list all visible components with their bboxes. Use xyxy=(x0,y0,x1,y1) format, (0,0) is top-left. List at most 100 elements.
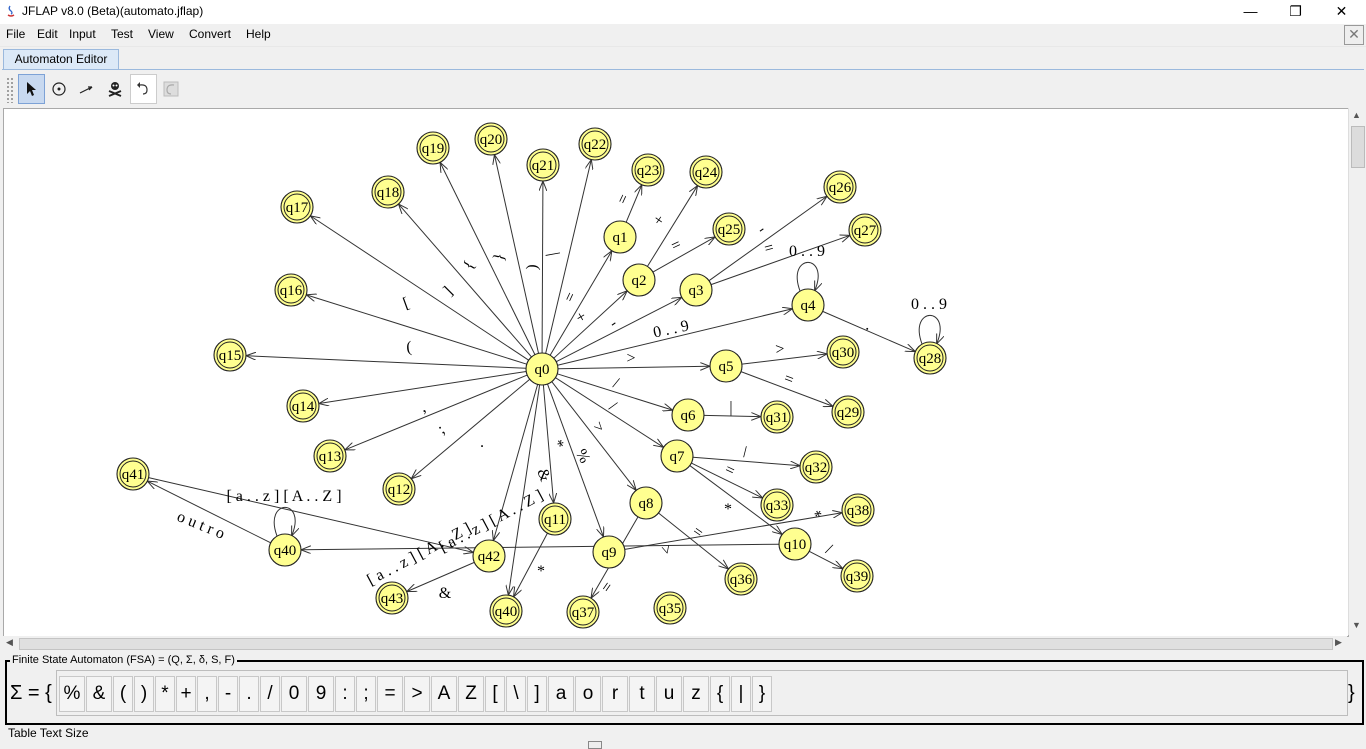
transition-edge[interactable] xyxy=(658,512,727,568)
state-circle[interactable] xyxy=(268,533,302,567)
transition-edge[interactable] xyxy=(247,356,527,369)
transition-edge[interactable] xyxy=(652,237,714,273)
state-circle[interactable] xyxy=(622,263,656,297)
transition-label[interactable]: ; xyxy=(435,421,448,437)
state-q3[interactable]: q3 xyxy=(679,273,713,307)
toolbar-grip[interactable] xyxy=(6,77,14,103)
state-circle[interactable] xyxy=(653,591,687,625)
menu-test[interactable]: Test xyxy=(111,27,134,41)
state-q14[interactable]: q14 xyxy=(286,389,320,423)
transition-label[interactable]: . xyxy=(863,317,874,334)
transition-edge[interactable] xyxy=(307,295,527,365)
menu-input[interactable]: Input xyxy=(69,27,96,41)
horizontal-scroll-thumb[interactable] xyxy=(19,638,1333,650)
state-circle[interactable] xyxy=(848,213,882,247)
transition-edge[interactable] xyxy=(557,309,792,366)
state-circle[interactable] xyxy=(286,389,320,423)
state-q40[interactable]: q40 xyxy=(489,594,523,628)
menu-help[interactable]: Help xyxy=(246,27,271,41)
transition-edge[interactable] xyxy=(514,532,548,596)
transition-edge[interactable] xyxy=(542,182,543,354)
menu-file[interactable]: File xyxy=(6,27,26,41)
transition-label[interactable]: ) xyxy=(524,264,541,271)
transition-label[interactable]: * xyxy=(548,438,566,450)
transition-label[interactable]: { xyxy=(460,258,479,273)
transition-label[interactable]: % xyxy=(572,446,593,466)
state-q38[interactable]: q38 xyxy=(841,493,875,527)
state-circle[interactable] xyxy=(841,493,875,527)
state-q10[interactable]: q10 xyxy=(778,527,812,561)
transition-creator-tool-button[interactable] xyxy=(74,74,101,104)
transition-edge[interactable] xyxy=(320,370,527,403)
state-q28[interactable]: q28 xyxy=(913,341,947,375)
state-q2[interactable]: q2 xyxy=(622,263,656,297)
state-q29[interactable]: q29 xyxy=(831,395,865,429)
state-q6[interactable]: q6 xyxy=(671,398,705,432)
state-circle[interactable] xyxy=(603,220,637,254)
transition-edge[interactable] xyxy=(399,205,532,358)
transition-label[interactable]: = xyxy=(722,461,737,480)
state-circle[interactable] xyxy=(472,539,506,573)
state-q31[interactable]: q31 xyxy=(760,400,794,434)
state-circle[interactable] xyxy=(831,395,865,429)
transition-edge[interactable] xyxy=(557,373,672,410)
state-q13[interactable]: q13 xyxy=(313,439,347,473)
transition-edge[interactable] xyxy=(647,186,697,267)
state-circle[interactable] xyxy=(566,595,600,629)
state-circle[interactable] xyxy=(791,288,825,322)
transition-edge[interactable] xyxy=(741,354,826,365)
transition-label[interactable]: > xyxy=(656,544,675,557)
state-q17[interactable]: q17 xyxy=(280,190,314,224)
transition-edge[interactable] xyxy=(740,371,832,406)
transition-label[interactable]: = xyxy=(782,370,796,389)
state-circle[interactable] xyxy=(671,398,705,432)
state-q33[interactable]: q33 xyxy=(760,488,794,522)
state-circle[interactable] xyxy=(313,439,347,473)
self-loop-label[interactable]: 0 . . 9 xyxy=(789,243,825,260)
state-circle[interactable] xyxy=(631,153,665,187)
state-q30[interactable]: q30 xyxy=(826,335,860,369)
state-q11[interactable]: q11 xyxy=(538,502,572,536)
self-loop-edge[interactable] xyxy=(796,261,818,291)
state-q8[interactable]: q8 xyxy=(629,486,663,520)
state-q19[interactable]: q19 xyxy=(416,131,450,165)
scroll-right-arrow[interactable]: ▶ xyxy=(1335,637,1342,647)
pointer-tool-button[interactable] xyxy=(18,74,45,104)
state-circle[interactable] xyxy=(489,594,523,628)
transition-label[interactable]: ] xyxy=(440,283,456,299)
close-window-button[interactable]: ✕ xyxy=(1335,3,1348,19)
transition-label[interactable]: & xyxy=(439,585,452,602)
state-q43[interactable]: q43 xyxy=(375,581,409,615)
transition-edge[interactable] xyxy=(624,513,841,550)
state-circle[interactable] xyxy=(724,562,758,596)
transition-edge[interactable] xyxy=(689,465,782,534)
transition-label[interactable]: / xyxy=(611,375,622,393)
redo-button[interactable] xyxy=(158,74,185,104)
state-circle[interactable] xyxy=(823,170,857,204)
state-q37[interactable]: q37 xyxy=(566,595,600,629)
state-circle[interactable] xyxy=(760,488,794,522)
state-q35[interactable]: q35 xyxy=(653,591,687,625)
transition-edge[interactable] xyxy=(311,216,529,361)
transition-label[interactable]: * xyxy=(724,501,732,518)
state-q9[interactable]: q9 xyxy=(592,535,626,569)
state-circle[interactable] xyxy=(840,559,874,593)
state-q5[interactable]: q5 xyxy=(709,349,743,383)
self-loop-edge[interactable] xyxy=(918,314,940,344)
state-circle[interactable] xyxy=(826,335,860,369)
transition-edge[interactable] xyxy=(710,236,849,286)
state-q15[interactable]: q15 xyxy=(213,338,247,372)
state-circle[interactable] xyxy=(578,127,612,161)
transition-label[interactable]: / xyxy=(823,541,835,559)
state-q40[interactable]: q40 xyxy=(268,533,302,567)
state-circle[interactable] xyxy=(116,457,150,491)
state-q20[interactable]: q20 xyxy=(474,122,508,156)
state-circle[interactable] xyxy=(799,450,833,484)
state-q0[interactable]: q0 xyxy=(525,352,559,386)
transition-edge[interactable] xyxy=(555,377,662,447)
state-circle[interactable] xyxy=(660,439,694,473)
scroll-up-arrow[interactable]: ▲ xyxy=(1352,110,1361,120)
transition-edge[interactable] xyxy=(822,310,915,351)
transition-edge[interactable] xyxy=(408,561,475,591)
state-q39[interactable]: q39 xyxy=(840,559,874,593)
